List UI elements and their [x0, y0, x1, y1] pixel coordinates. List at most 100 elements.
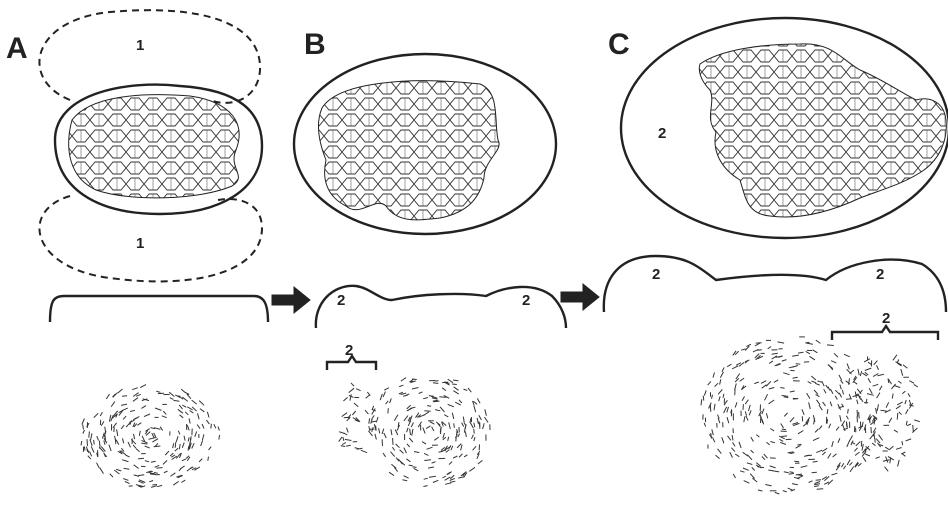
dash-mark [432, 462, 436, 464]
dash-mark [842, 463, 844, 467]
dash-mark [149, 481, 153, 482]
dash-mark [94, 413, 98, 417]
dash-mark [827, 409, 828, 414]
dash-mark [170, 453, 173, 456]
dash-mark [790, 472, 794, 473]
dash-mark [383, 392, 385, 397]
dash-mark [885, 447, 889, 449]
dash-mark [723, 394, 724, 398]
dash-mark [345, 439, 352, 440]
dash-mark [842, 390, 843, 394]
dash-mark [736, 374, 740, 380]
bracket-c [832, 326, 938, 340]
dash-mark [735, 384, 737, 391]
dash-mark [116, 440, 119, 445]
dash-mark [814, 486, 819, 487]
dash-mark [764, 454, 768, 458]
dash-mark [767, 442, 770, 445]
dash-mark [847, 441, 850, 447]
dash-mark [209, 447, 212, 450]
dash-mark [410, 429, 411, 435]
dash-mark [817, 400, 821, 405]
dash-mark [768, 470, 773, 471]
dash-mark [747, 463, 753, 465]
dash-mark [125, 482, 130, 484]
dash-mark [179, 405, 182, 409]
dash-mark [372, 406, 374, 410]
dash-mark [733, 442, 736, 446]
dash-mark [465, 431, 466, 437]
dash-mark [169, 392, 174, 397]
dash-mark [449, 462, 452, 465]
dash-mark [743, 468, 749, 470]
dash-mark [208, 457, 209, 461]
dash-mark [442, 388, 446, 391]
right-arrow-icon [272, 287, 310, 313]
dash-mark [84, 447, 85, 451]
dash-mark [704, 390, 706, 395]
dash-mark [847, 460, 850, 465]
dash-mark [352, 411, 355, 415]
dash-mark [718, 415, 720, 419]
dash-mark [898, 381, 901, 383]
dash-mark [839, 393, 841, 398]
dash-mark [435, 410, 440, 411]
dash-mark [847, 364, 849, 370]
dash-mark [474, 423, 475, 428]
dash-mark [129, 420, 134, 422]
dash-mark [793, 399, 798, 400]
dash-mark [765, 485, 771, 486]
panel-a: A 1 1 [6, 10, 268, 487]
dash-mark [154, 446, 161, 447]
dash-mark [769, 361, 773, 364]
dash-mark [403, 480, 408, 481]
dash-mark [909, 381, 914, 384]
dash-mark [110, 474, 113, 478]
dash-mark [468, 388, 471, 392]
dash-mark [794, 461, 799, 462]
dash-mark [897, 402, 903, 405]
dash-mark [797, 476, 802, 478]
dashed-lobe-bottom [39, 196, 262, 281]
dash-mark [877, 365, 879, 370]
dash-mark [452, 384, 457, 385]
dash-mark [746, 416, 748, 421]
dash-mark [91, 446, 94, 452]
dash-mark [881, 410, 887, 411]
dash-mark [463, 417, 464, 423]
cell-mesh-a [69, 95, 239, 198]
dash-mark [407, 428, 409, 433]
dash-mark [830, 389, 833, 394]
dash-mark [818, 381, 822, 382]
dash-mark [187, 467, 193, 471]
dash-mark [389, 472, 394, 475]
dash-mark [814, 390, 818, 394]
dash-mark [145, 461, 149, 462]
dash-mark [772, 353, 778, 354]
dash-mark [840, 415, 841, 421]
dash-mark [455, 402, 461, 405]
dash-mark [189, 418, 190, 423]
dash-mark [762, 385, 767, 389]
dash-mark [141, 443, 147, 444]
dash-mark [448, 404, 454, 406]
dash-mark [195, 432, 197, 437]
dash-mark [477, 418, 478, 424]
dash-mark [879, 435, 883, 441]
dash-mark [423, 486, 427, 487]
dash-field-b [339, 378, 490, 487]
dash-mark [749, 405, 751, 411]
dash-mark [351, 383, 354, 386]
dash-mark [343, 437, 344, 441]
dash-mark [366, 395, 370, 399]
dash-mark [126, 455, 130, 457]
dash-mark [121, 425, 124, 429]
dash-mark [182, 459, 186, 461]
dash-mark [731, 448, 735, 452]
dash-mark [175, 442, 176, 448]
dash-mark [703, 396, 704, 401]
dash-mark [462, 423, 464, 427]
dash-mark [817, 489, 824, 490]
region-label-c-bracket: 2 [882, 310, 890, 327]
dash-mark [876, 457, 880, 459]
